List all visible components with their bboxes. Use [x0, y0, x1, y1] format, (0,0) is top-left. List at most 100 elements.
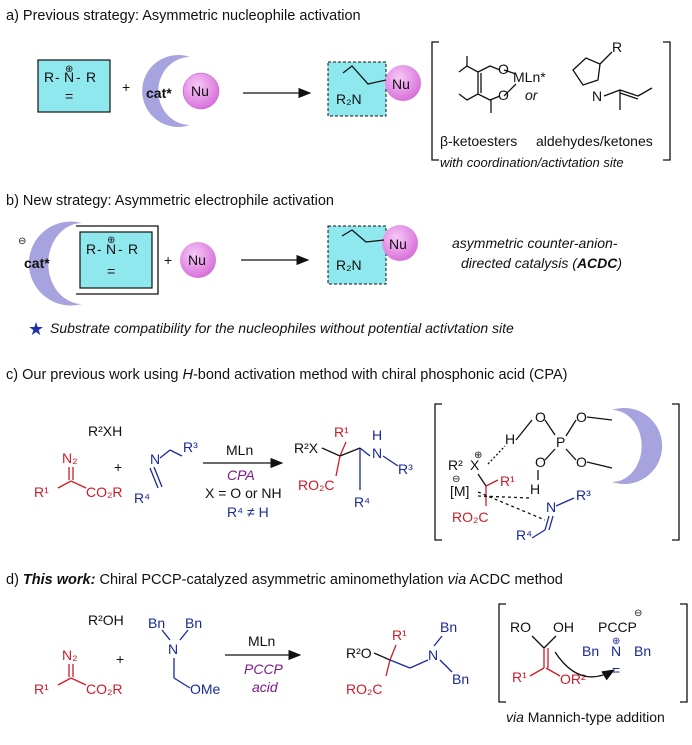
product-b: R₂N Nu	[327, 225, 418, 285]
ts-bracket-d: RO OH R¹ OR² PCCP ⊖ Bn N ⊕ Bn = via Mann…	[498, 603, 688, 725]
catalyst-d-2: acid	[252, 679, 279, 695]
svg-text:aldehydes/ketones: aldehydes/ketones	[536, 133, 653, 149]
imine-c: N R³ R⁴	[134, 439, 198, 506]
svg-text:Nu: Nu	[389, 236, 407, 252]
svg-text:R¹: R¹	[334, 424, 349, 440]
section-a-heading: a) Previous strategy: Asymmetric nucleop…	[6, 8, 361, 24]
svg-text:R: R	[44, 69, 54, 85]
svg-text:R³: R³	[398, 461, 413, 477]
svg-text:cat*: cat*	[24, 255, 50, 271]
svg-text:R⁴: R⁴	[354, 494, 370, 510]
svg-text:⊕: ⊕	[474, 450, 482, 461]
section-b: b) New strategy: Asymmetric electrophile…	[6, 193, 622, 339]
nu-label-a: Nu	[191, 83, 209, 99]
section-a: a) Previous strategy: Asymmetric nucleop…	[6, 8, 671, 170]
svg-text:R²OH: R²OH	[88, 612, 124, 628]
svg-text:R²XH: R²XH	[88, 423, 122, 439]
catalyst-c: CPA	[227, 467, 255, 483]
svg-text:RO: RO	[510, 619, 531, 635]
plus-c: +	[114, 459, 122, 475]
star-icon: ★	[28, 319, 44, 339]
svg-text:R²X: R²X	[294, 440, 319, 456]
svg-text:O: O	[535, 454, 546, 470]
svg-text:=: =	[107, 263, 115, 279]
svg-text:RO₂C: RO₂C	[452, 509, 489, 525]
svg-text:=: =	[612, 662, 620, 678]
svg-text:N: N	[546, 499, 556, 515]
svg-text:RO₂C: RO₂C	[346, 681, 383, 697]
diazo-c: R²XH N₂ R¹ CO₂R	[34, 423, 123, 500]
catalyst-d-1: PCCP	[244, 661, 284, 677]
section-c-heading: c) Our previous work using H-bond activa…	[6, 367, 567, 383]
svg-text:R¹: R¹	[512, 669, 527, 685]
ts-bracket-c: O O P O O H H R² X ⊕ ⊖ [M] R¹ RO₂C	[434, 403, 680, 543]
section-b-heading: b) New strategy: Asymmetric electrophile…	[6, 193, 334, 209]
svg-text:-: -	[55, 69, 60, 85]
svg-text:R¹: R¹	[34, 484, 49, 500]
svg-text:RO₂C: RO₂C	[298, 477, 335, 493]
acdc-line2: directed catalysis (ACDC)	[461, 255, 622, 271]
note-b: Substrate compatibility for the nucleoph…	[50, 320, 514, 336]
acdc-line1: asymmetric counter-anion-	[452, 235, 618, 251]
svg-text:N: N	[106, 241, 116, 257]
svg-text:CO₂R: CO₂R	[86, 484, 123, 500]
svg-text:H: H	[505, 431, 515, 447]
product-d: R²O R¹ RO₂C N Bn Bn	[346, 619, 469, 697]
svg-text:R¹: R¹	[392, 627, 407, 643]
svg-text:R₂N: R₂N	[336, 257, 362, 273]
svg-text:⊖: ⊖	[18, 236, 26, 247]
svg-text:Nu: Nu	[392, 76, 410, 92]
svg-text:⊖: ⊖	[634, 608, 642, 619]
svg-text:N₂: N₂	[62, 450, 78, 466]
svg-text:Bn: Bn	[634, 643, 651, 659]
svg-text:or: or	[525, 87, 539, 103]
svg-text:CO₂R: CO₂R	[86, 681, 123, 697]
catalyst-label-a: cat*	[146, 85, 172, 101]
svg-text:R³: R³	[576, 487, 591, 503]
svg-text:-: -	[97, 241, 102, 257]
svg-text:R: R	[612, 39, 622, 55]
section-d: d) This work: Chiral PCCP-catalyzed asym…	[6, 572, 688, 725]
svg-text:N: N	[611, 643, 621, 659]
svg-text:Bn: Bn	[440, 619, 457, 635]
svg-text:R: R	[128, 241, 138, 257]
svg-text:PCCP: PCCP	[598, 619, 637, 635]
svg-text:N: N	[372, 445, 382, 461]
svg-text:N: N	[150, 451, 160, 467]
reagent-c: MLn	[226, 442, 253, 458]
svg-text:O: O	[576, 409, 587, 425]
svg-text:Bn: Bn	[185, 615, 202, 631]
svg-text:R⁴: R⁴	[516, 527, 532, 543]
condition-c-1: X = O or NH	[205, 485, 282, 501]
svg-text:Bn: Bn	[452, 671, 469, 687]
condition-c-2: R⁴ ≠ H	[227, 504, 269, 520]
svg-text:Bn: Bn	[582, 643, 599, 659]
plus-d: +	[116, 651, 124, 667]
iminium-a: R - N ⊕ - R =	[37, 59, 111, 113]
ion-pair-b: ⊖ cat* R - N ⊕ - R =	[18, 221, 159, 306]
svg-text:⊖: ⊖	[452, 474, 460, 485]
aminal-d: Bn Bn N OMe	[148, 615, 221, 697]
section-c: c) Our previous work using H-bond activa…	[6, 367, 680, 543]
plus-a: +	[122, 79, 130, 95]
svg-text:OH: OH	[553, 619, 574, 635]
svg-text:O: O	[576, 454, 587, 470]
svg-text:N: N	[428, 647, 438, 663]
svg-text:X: X	[470, 457, 480, 473]
svg-text:R¹: R¹	[500, 473, 515, 489]
svg-text:-: -	[76, 69, 81, 85]
svg-text:OR²: OR²	[560, 671, 586, 687]
svg-text:O: O	[498, 87, 509, 103]
svg-text:N: N	[592, 88, 602, 104]
svg-text:H: H	[372, 427, 382, 443]
svg-text:OMe: OMe	[190, 681, 221, 697]
svg-text:R⁴: R⁴	[134, 490, 150, 506]
caption-a: with coordination/activtation site	[440, 155, 624, 170]
svg-text:β-ketoesters: β-ketoesters	[440, 133, 517, 149]
svg-text:[M]: [M]	[450, 483, 469, 499]
svg-text:N: N	[64, 69, 74, 85]
nu-circle-b	[180, 242, 216, 278]
svg-text:R²O: R²O	[346, 645, 372, 661]
diazo-d: R²OH N₂ R¹ CO₂R	[34, 612, 124, 697]
